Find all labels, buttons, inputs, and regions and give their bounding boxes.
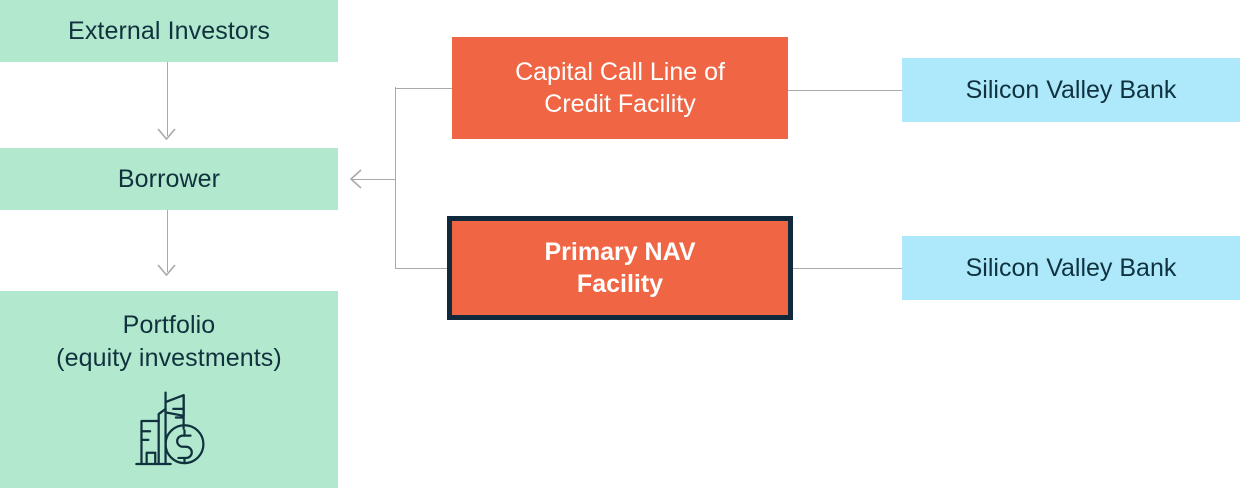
- node-portfolio-label: Portfolio (equity investments): [56, 311, 282, 372]
- node-portfolio: Portfolio (equity investments): [0, 291, 338, 488]
- connector-primary-nav-to-svb-bottom: [793, 267, 902, 269]
- node-svb-top-label: Silicon Valley Bank: [965, 76, 1177, 104]
- node-silicon-valley-bank-bottom: Silicon Valley Bank: [902, 236, 1240, 300]
- connector-investors-to-borrower: [166, 62, 168, 136]
- arrowhead-down-investors-to-borrower: [157, 128, 176, 141]
- arrowhead-down-borrower-to-portfolio: [157, 264, 176, 277]
- connector-facilities-vertical-bus: [394, 87, 396, 268]
- node-borrower: Borrower: [0, 148, 338, 210]
- connector-capital-call-to-svb-top: [788, 89, 902, 91]
- node-primary-nav-label: Primary NAV Facility: [544, 238, 696, 298]
- node-primary-nav-facility: Primary NAV Facility: [447, 216, 793, 320]
- connector-capital-call-left-stub: [395, 87, 452, 89]
- node-capital-call-label: Capital Call Line of Credit Facility: [515, 58, 725, 118]
- node-svb-bottom-label: Silicon Valley Bank: [965, 254, 1177, 282]
- node-capital-call-line-of-credit-facility: Capital Call Line of Credit Facility: [452, 37, 788, 139]
- node-external-investors-label: External Investors: [68, 17, 270, 45]
- connector-primary-nav-left-stub: [395, 267, 447, 269]
- node-borrower-label: Borrower: [117, 165, 221, 193]
- node-silicon-valley-bank-top: Silicon Valley Bank: [902, 58, 1240, 122]
- arrowhead-left-to-borrower: [349, 169, 362, 189]
- node-external-investors: External Investors: [0, 0, 338, 62]
- connector-facilities-to-borrower: [352, 178, 395, 180]
- building-dollar-icon: [135, 391, 205, 466]
- connector-borrower-to-portfolio: [166, 210, 168, 272]
